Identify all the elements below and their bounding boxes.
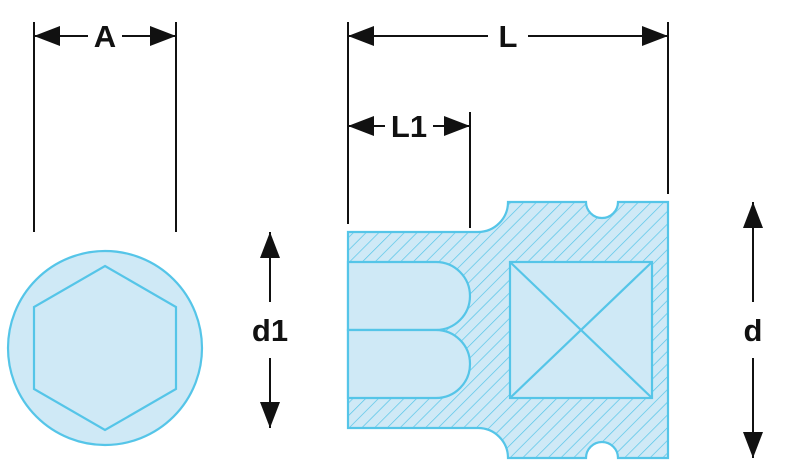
dimension-label-d: d <box>744 313 763 348</box>
arrow-left-icon <box>348 26 374 46</box>
arrow-left-icon <box>34 26 60 46</box>
arrow-down-icon <box>260 402 280 428</box>
side-view <box>346 200 670 460</box>
arrow-right-icon <box>150 26 176 46</box>
arrow-right-icon <box>642 26 668 46</box>
arrow-left-icon <box>348 116 374 136</box>
arrow-up-icon <box>260 232 280 258</box>
arrow-down-icon <box>743 432 763 458</box>
dimension-L: L <box>347 19 669 224</box>
dimension-L1: L1 <box>348 109 471 228</box>
dimension-label-A: A <box>94 19 116 54</box>
dimension-label-L1: L1 <box>391 109 427 144</box>
hex-opening <box>32 264 178 432</box>
square-drive-diagonal-2 <box>509 261 653 399</box>
dimension-label-L: L <box>499 19 518 54</box>
hex-recess-upper <box>346 260 472 332</box>
dimension-label-d1: d1 <box>252 313 288 348</box>
front-view <box>6 249 204 447</box>
arrow-up-icon <box>743 202 763 228</box>
arrow-right-icon <box>444 116 470 136</box>
dimension-d: d <box>743 202 763 458</box>
hex-recess-lower <box>346 328 472 400</box>
dimension-d1: d1 <box>252 232 288 428</box>
dimension-A: A <box>33 19 177 232</box>
